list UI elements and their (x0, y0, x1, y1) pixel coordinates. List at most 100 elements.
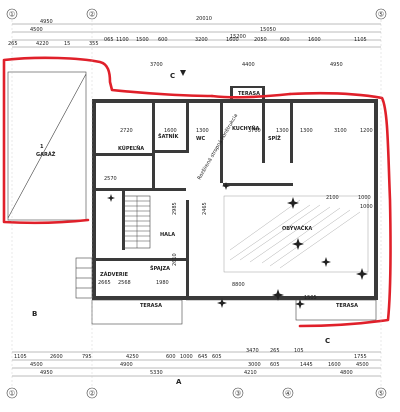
dim-text: 2570 (104, 176, 117, 182)
room-name: HALA (160, 232, 175, 238)
axis-label: ③ (235, 390, 241, 398)
terrace-label: TERASA (336, 303, 358, 309)
terrace-label: TERASA (140, 303, 162, 309)
dim-text: 2720 (120, 128, 133, 134)
axis-label: ① (9, 390, 15, 398)
dim-text: 1445 (300, 362, 313, 368)
room-name: GARÁŽ (36, 150, 56, 158)
dim-text: 20010 (196, 16, 212, 22)
plant-icon (222, 182, 230, 190)
dim-text: 605 (212, 354, 222, 360)
plant-icon (321, 257, 331, 267)
dim-text: 1300 (276, 128, 289, 134)
red-markup-outline (210, 92, 292, 99)
dim-text: 1300 (300, 128, 313, 134)
dim-text: 1500 (136, 37, 149, 43)
axis-label: ⑤ (378, 390, 384, 398)
plant-icon (295, 299, 305, 309)
dim-text: 2985 (172, 202, 178, 215)
axis-label: ⑤ (378, 11, 384, 19)
plant-icon (292, 238, 304, 250)
dim-text: 1105 (354, 37, 367, 43)
dim-text: 4950 (40, 19, 53, 25)
dim-text: 4800 (340, 370, 353, 376)
dim-text: 3200 (195, 37, 208, 43)
plant-icon (272, 289, 284, 301)
dim-text: 600 (166, 354, 176, 360)
living-room-pattern (223, 195, 369, 273)
room-name: KUCHYŇA (232, 124, 260, 132)
dim-text: 1105 (14, 354, 27, 360)
dim-text: 1000 (180, 354, 193, 360)
red-markup-outline (2, 56, 392, 328)
dim-text: 15200 (230, 34, 246, 40)
dim-text: 1300 (196, 128, 209, 134)
dim-text: 4400 (242, 62, 255, 68)
dim-text: 265 (8, 41, 18, 47)
dim-text: 105 (294, 348, 304, 354)
dim-text: 355 (89, 41, 99, 47)
dim-text: 4950 (40, 370, 53, 376)
dim-text: 2050 (254, 37, 267, 43)
dim-text: 2665 (98, 280, 111, 286)
arrow-icon (180, 70, 186, 76)
dim-text: 1100 (116, 37, 129, 43)
plant-icon (356, 268, 368, 280)
section-mark: A (176, 378, 182, 386)
dim-text: 3700 (150, 62, 163, 68)
main-walls (92, 86, 378, 300)
room-labels: KÚPEĽŇA ŠATNÍK WC KUCHYŇA SPÍŽ HALA OBÝV… (100, 91, 358, 309)
dim-text: 4500 (356, 362, 369, 368)
room-name: ZÁDVERIE (100, 271, 129, 278)
dim-text: 1600 (226, 37, 239, 43)
room-name: ŠPAJZA (150, 265, 170, 272)
dim-text: 2100 (326, 195, 339, 201)
dim-text: 795 (82, 354, 92, 360)
plant-icon (287, 197, 299, 209)
dim-text: 4220 (36, 41, 49, 47)
dim-text: 3470 (246, 348, 259, 354)
dim-text: 8800 (232, 282, 245, 288)
dim-text: 5330 (150, 370, 163, 376)
room-name: ŠATNÍK (158, 132, 180, 140)
dim-text: 15050 (260, 27, 276, 33)
dim-text: 3000 (248, 362, 261, 368)
dim-text: 4950 (330, 62, 343, 68)
room-name: SPÍŽ (268, 134, 281, 142)
dim-text: 3700 (248, 128, 261, 134)
dim-text: 2610 (172, 253, 178, 266)
dim-text: 645 (198, 354, 208, 360)
note-text: Rozšírená stropná konštrukcia (196, 112, 240, 181)
bottom-dimensions: 1105 2600 795 4250 600 1000 645 605 3470… (12, 348, 381, 377)
grid-axis-lines (11, 20, 382, 388)
dim-text: 1600 (328, 362, 341, 368)
dim-text: 15 (64, 41, 70, 47)
dim-text: 265 (270, 348, 280, 354)
dim-text: 605 (270, 362, 280, 368)
dim-text: 3100 (334, 128, 347, 134)
garage-area: 1 GARÁŽ (7, 71, 87, 221)
axis-label: ④ (285, 390, 291, 398)
dim-text: 1755 (354, 354, 367, 360)
plant-icon (217, 298, 227, 308)
dim-text: 4900 (120, 362, 133, 368)
dim-text: 1200 (360, 128, 373, 134)
dim-text: 4500 (30, 362, 43, 368)
dim-text: 1505 (304, 295, 317, 301)
dim-text: 2600 (50, 354, 63, 360)
dim-text: 600 (158, 37, 168, 43)
top-dimensions: 4950 20010 15050 4500 15200 265 4220 15 … (8, 16, 381, 68)
room-dimensions: 2720 1600 1300 3700 1300 3100 1200 2570 … (98, 128, 373, 301)
dim-text: 2568 (118, 280, 131, 286)
dim-text: 600 (280, 37, 290, 43)
dim-text: 1000 (360, 204, 373, 210)
room-name: KÚPEĽŇA (118, 144, 144, 152)
room-name: OBÝVAČKA (282, 225, 312, 232)
top-axis-markers: ① ② ⑤ (6, 8, 387, 20)
axis-label: ② (89, 11, 95, 19)
room-number: 1 (40, 144, 44, 150)
dim-text: 1000 (358, 195, 371, 201)
dim-text: 4500 (30, 27, 43, 33)
terraces (75, 257, 377, 325)
